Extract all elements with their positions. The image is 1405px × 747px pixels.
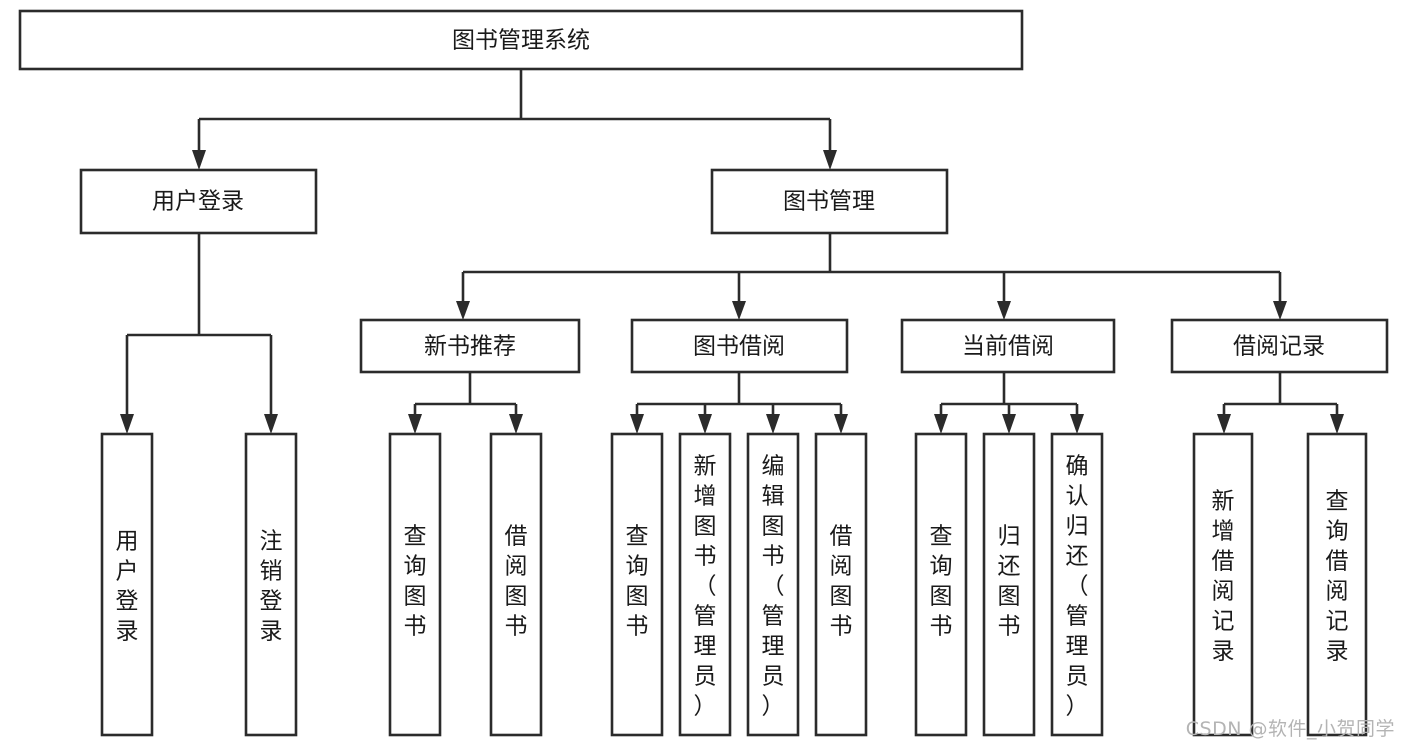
node-new-book-recommend-label: 新书推荐 <box>424 334 516 360</box>
arrow-head-book-management <box>823 150 837 170</box>
node-borrow-record[interactable]: 借阅记录 <box>1170 318 1389 374</box>
arrow-head-leaf-query-record <box>1330 414 1344 434</box>
arrow-head-leaf-add-book <box>698 414 712 434</box>
node-leaf-add-record[interactable]: 新增借阅记录 <box>1192 432 1254 737</box>
node-user-login[interactable]: 用户登录 <box>79 168 318 235</box>
node-leaf-query-book-2-box[interactable] <box>610 432 664 737</box>
node-leaf-edit-book-label: 编辑图书（管理员） <box>762 453 785 719</box>
csdn-watermark: CSDN @软件_小贺同学 <box>1185 718 1395 740</box>
node-leaf-borrow-book-2-box[interactable] <box>814 432 868 737</box>
node-root-label: 图书管理系统 <box>452 28 590 54</box>
node-leaf-return-book-label: 归还图书 <box>998 523 1021 639</box>
node-borrow-record-box[interactable] <box>1170 318 1389 374</box>
node-root-box[interactable] <box>18 9 1024 71</box>
node-leaf-add-book[interactable]: 新增图书（管理员） <box>678 432 732 737</box>
node-leaf-edit-book[interactable]: 编辑图书（管理员） <box>746 432 800 737</box>
node-leaf-edit-book-box[interactable] <box>746 432 800 737</box>
arrow-head-leaf-query-book-3 <box>934 414 948 434</box>
node-user-login-box[interactable] <box>79 168 318 235</box>
connector-layer <box>120 69 1344 434</box>
arrow-head-borrow-record <box>1273 301 1287 320</box>
node-leaf-add-record-box[interactable] <box>1192 432 1254 737</box>
arrow-head-leaf-confirm-return <box>1070 414 1084 434</box>
node-leaf-logout-label: 注销登录 <box>260 528 283 644</box>
node-leaf-user-login[interactable]: 用户登录 <box>100 432 154 737</box>
node-leaf-add-book-box[interactable] <box>678 432 732 737</box>
node-new-book-recommend[interactable]: 新书推荐 <box>359 318 581 374</box>
node-borrow-record-label: 借阅记录 <box>1233 334 1325 360</box>
node-leaf-query-book-1-box[interactable] <box>388 432 442 737</box>
node-leaf-query-record[interactable]: 查询借阅记录 <box>1306 432 1368 737</box>
node-leaf-return-book-box[interactable] <box>982 432 1036 737</box>
node-leaf-logout-box[interactable] <box>244 432 298 737</box>
node-book-management[interactable]: 图书管理 <box>710 168 949 235</box>
node-leaf-borrow-book-2[interactable]: 借阅图书 <box>814 432 868 737</box>
node-current-borrow-label: 当前借阅 <box>962 334 1054 360</box>
arrow-head-leaf-logout <box>264 414 278 434</box>
node-book-borrow-label: 图书借阅 <box>693 334 785 360</box>
node-current-borrow[interactable]: 当前借阅 <box>900 318 1116 374</box>
arrow-head-leaf-edit-book <box>766 414 780 434</box>
node-leaf-borrow-book-1-label: 借阅图书 <box>505 523 528 639</box>
node-leaf-add-record-label: 新增借阅记录 <box>1212 488 1235 664</box>
node-leaf-logout[interactable]: 注销登录 <box>244 432 298 737</box>
node-leaf-query-book-1-label: 查询图书 <box>404 523 427 639</box>
node-leaf-query-book-3-box[interactable] <box>914 432 968 737</box>
arrow-head-leaf-return-book <box>1002 414 1016 434</box>
node-leaf-borrow-book-1-box[interactable] <box>489 432 543 737</box>
arrow-head-leaf-borrow-book-1 <box>509 414 523 434</box>
node-leaf-query-book-1[interactable]: 查询图书 <box>388 432 442 737</box>
arrow-head-leaf-borrow-book-2 <box>834 414 848 434</box>
node-leaf-confirm-return[interactable]: 确认归还（管理员） <box>1050 432 1104 737</box>
node-leaf-user-login-label: 用户登录 <box>116 528 139 644</box>
arrow-head-new-book-recommend <box>456 301 470 320</box>
node-new-book-recommend-box[interactable] <box>359 318 581 374</box>
node-leaf-confirm-return-box[interactable] <box>1050 432 1104 737</box>
node-book-borrow-box[interactable] <box>630 318 849 374</box>
arrow-head-leaf-add-record <box>1217 414 1231 434</box>
node-book-borrow[interactable]: 图书借阅 <box>630 318 849 374</box>
node-root[interactable]: 图书管理系统 <box>18 9 1024 71</box>
node-leaf-borrow-book-2-label: 借阅图书 <box>830 523 853 639</box>
node-leaf-add-book-label: 新增图书（管理员） <box>694 453 717 719</box>
arrow-head-leaf-user-login <box>120 414 134 434</box>
arrow-head-leaf-query-book-1 <box>408 414 422 434</box>
node-leaf-query-book-3[interactable]: 查询图书 <box>914 432 968 737</box>
node-leaf-user-login-box[interactable] <box>100 432 154 737</box>
arrow-head-book-borrow <box>732 301 746 320</box>
node-leaf-query-book-2[interactable]: 查询图书 <box>610 432 664 737</box>
node-leaf-borrow-book-1[interactable]: 借阅图书 <box>489 432 543 737</box>
arrow-head-leaf-query-book-2 <box>630 414 644 434</box>
node-leaf-query-record-label: 查询借阅记录 <box>1326 488 1349 664</box>
node-book-management-label: 图书管理 <box>783 189 875 215</box>
node-leaf-query-record-box[interactable] <box>1306 432 1368 737</box>
node-current-borrow-box[interactable] <box>900 318 1116 374</box>
node-book-management-box[interactable] <box>710 168 949 235</box>
arrow-head-current-borrow <box>997 301 1011 320</box>
node-leaf-confirm-return-label: 确认归还（管理员） <box>1066 453 1089 719</box>
node-leaf-return-book[interactable]: 归还图书 <box>982 432 1036 737</box>
node-leaf-query-book-2-label: 查询图书 <box>626 523 649 639</box>
node-user-login-label: 用户登录 <box>152 189 244 215</box>
arrow-head-user-login <box>192 150 206 170</box>
node-leaf-query-book-3-label: 查询图书 <box>930 523 953 639</box>
